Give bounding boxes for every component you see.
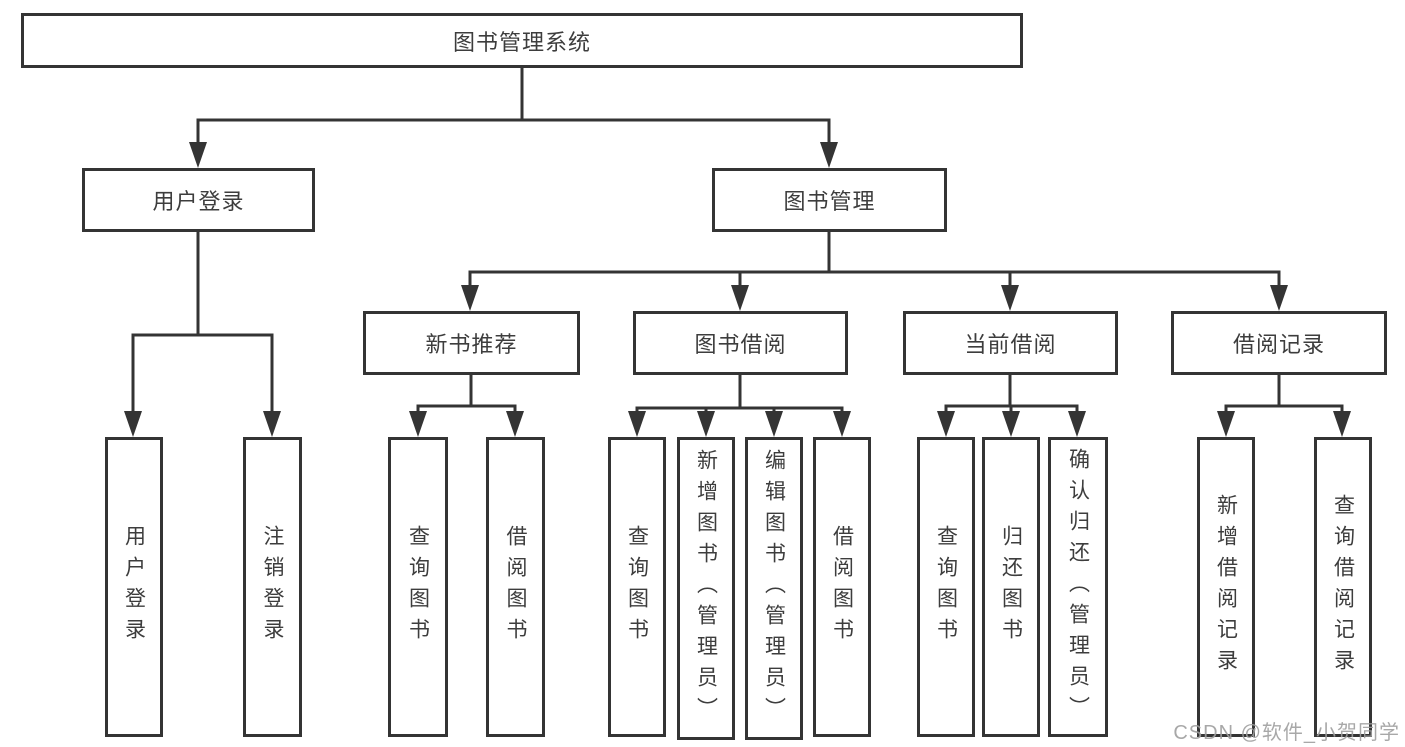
leaf-add-book-admin-label: 新增图书（管理员） [694, 449, 718, 728]
connector-user-login-to-leaves [124, 232, 281, 437]
leaf-edit-book-admin-label: 编辑图书（管理员） [762, 449, 786, 728]
leaf-query-books-3: 查询图书 [917, 437, 975, 737]
leaf-borrow-books-2-label: 借阅图书 [830, 525, 854, 649]
node-book-management: 图书管理 [712, 168, 947, 232]
leaf-add-book-admin: 新增图书（管理员） [677, 437, 735, 740]
node-borrow-records-label: 借阅记录 [1232, 332, 1325, 357]
node-current-borrow-label: 当前借阅 [964, 332, 1057, 357]
connector-book-borrow-to-leaves [628, 375, 851, 437]
leaf-query-borrow-record-label: 查询借阅记录 [1331, 494, 1355, 680]
node-book-borrow-label: 图书借阅 [694, 332, 787, 357]
node-new-book-recommend-label: 新书推荐 [425, 332, 518, 357]
leaf-user-login: 用户登录 [105, 437, 163, 737]
connector-new-books-to-leaves [409, 375, 524, 437]
node-user-login-label: 用户登录 [152, 189, 245, 214]
leaf-add-borrow-record-label: 新增借阅记录 [1214, 494, 1238, 680]
csdn-watermark: CSDN @软件_小贺同学 [1173, 722, 1400, 744]
leaf-confirm-return-admin: 确认归还（管理员） [1048, 437, 1108, 737]
node-root-library-system: 图书管理系统 [21, 13, 1023, 68]
leaf-add-borrow-record: 新增借阅记录 [1197, 437, 1255, 737]
leaf-logout-label: 注销登录 [261, 525, 284, 649]
node-book-borrow: 图书借阅 [633, 311, 848, 375]
leaf-logout: 注销登录 [243, 437, 302, 737]
node-new-book-recommend: 新书推荐 [363, 311, 580, 375]
connector-root-to-level2 [189, 68, 838, 168]
leaf-query-books-2: 查询图书 [608, 437, 666, 737]
connector-current-borrow-to-leaves [937, 375, 1086, 437]
leaf-user-login-label: 用户登录 [122, 525, 146, 649]
connector-borrow-records-to-leaves [1217, 375, 1351, 437]
node-root-label: 图书管理系统 [452, 29, 591, 55]
leaf-return-books: 归还图书 [982, 437, 1040, 737]
leaf-borrow-books-2: 借阅图书 [813, 437, 871, 737]
leaf-query-books-1-label: 查询图书 [406, 525, 430, 649]
leaf-query-borrow-record: 查询借阅记录 [1314, 437, 1372, 737]
leaf-borrow-books-1-label: 借阅图书 [504, 525, 527, 649]
leaf-query-books-3-label: 查询图书 [934, 525, 958, 649]
node-user-login: 用户登录 [82, 168, 315, 232]
leaf-query-books-1: 查询图书 [388, 437, 448, 737]
leaf-return-books-label: 归还图书 [999, 525, 1023, 649]
node-book-management-label: 图书管理 [783, 189, 876, 214]
connector-book-mgmt-to-level3 [461, 232, 1288, 311]
leaf-query-books-2-label: 查询图书 [625, 525, 649, 649]
node-borrow-records: 借阅记录 [1171, 311, 1387, 375]
leaf-edit-book-admin: 编辑图书（管理员） [745, 437, 803, 740]
leaf-borrow-books-1: 借阅图书 [486, 437, 545, 737]
node-current-borrow: 当前借阅 [903, 311, 1118, 375]
leaf-confirm-return-admin-label: 确认归还（管理员） [1066, 447, 1090, 727]
